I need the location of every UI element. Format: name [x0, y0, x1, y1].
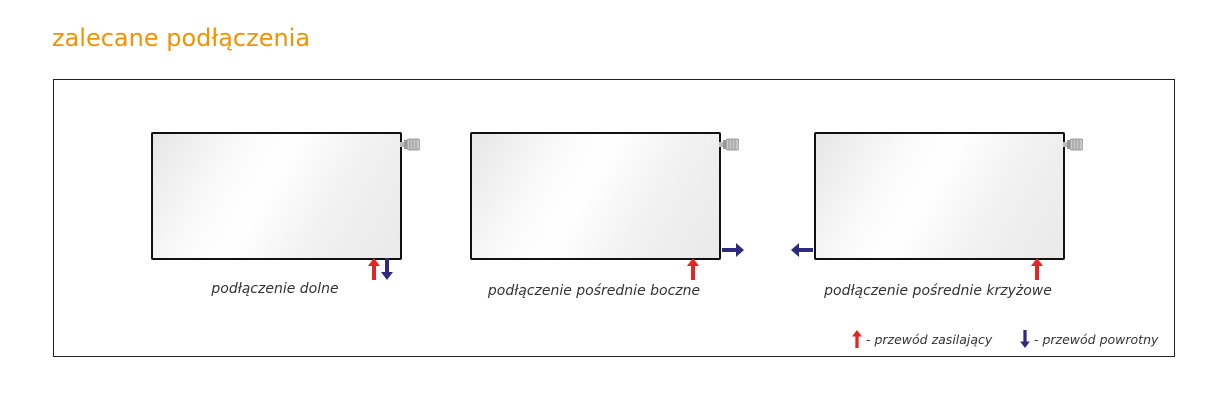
diagram-frame: [53, 79, 1175, 357]
legend-return-label: - przewód powrotny: [1034, 331, 1159, 347]
connection-label-side: podłączenie pośrednie boczne: [487, 283, 701, 299]
return-arrow-down-icon: [381, 258, 393, 280]
connection-label-bottom: podłączenie dolne: [211, 281, 339, 297]
supply-arrow-up-icon: [687, 258, 699, 280]
thermostatic-valve-icon: [1063, 138, 1083, 151]
radiator-panel: [470, 132, 721, 260]
thermostatic-valve-icon: [719, 138, 739, 151]
radiator-panel: [151, 132, 402, 260]
page-title: zalecane podłączenia: [52, 24, 311, 52]
return-arrow-down-icon: [1019, 330, 1031, 348]
supply-arrow-up-icon: [368, 258, 380, 280]
radiator-panel: [814, 132, 1065, 260]
return-arrow-right-icon: [722, 243, 744, 257]
supply-arrow-up-icon: [851, 330, 863, 348]
return-arrow-left-icon: [791, 243, 813, 257]
supply-arrow-up-icon: [1031, 258, 1043, 280]
legend-supply-label: - przewód zasilający: [866, 331, 993, 347]
thermostatic-valve-icon: [400, 138, 420, 151]
legend-supply: - przewód zasilający: [851, 330, 992, 348]
legend-return: - przewód powrotny: [1019, 330, 1158, 348]
connection-label-cross: podłączenie pośrednie krzyżowe: [824, 283, 1052, 299]
